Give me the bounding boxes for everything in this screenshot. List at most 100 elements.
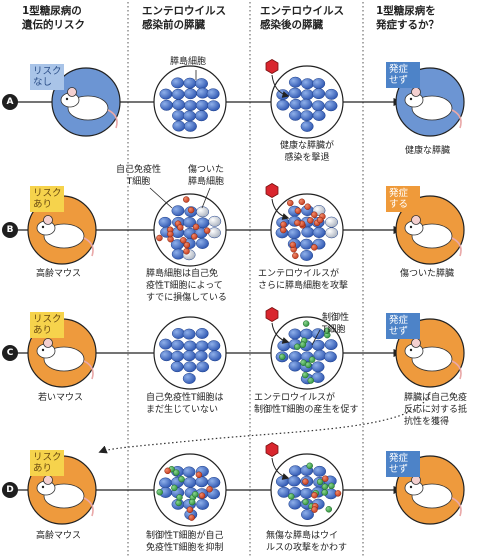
beta-cell <box>195 340 209 352</box>
tag-line: 発症 <box>389 315 409 326</box>
beta-cell <box>325 216 338 228</box>
beta-cell <box>183 216 197 228</box>
outcome-tag-c: 発症 せず <box>386 313 420 339</box>
caption-line: 膵島細胞 <box>188 177 225 187</box>
mouse-tail <box>451 497 462 517</box>
caption-line: 制御性T細胞の産生を促す <box>254 405 359 415</box>
beta-cell <box>208 350 222 362</box>
regulatory-t-cell <box>307 377 315 384</box>
autoimmune-t-cell <box>183 248 190 255</box>
beta-cell <box>183 361 197 373</box>
mouse-icon <box>60 87 118 129</box>
islet-cells <box>156 76 342 521</box>
risk-tag-d: リスク あり <box>30 450 64 476</box>
beta-cell <box>171 88 185 100</box>
beta-cell <box>194 110 208 122</box>
caption-line: 無傷な膵島はウイ <box>266 531 339 541</box>
end-caption-c: 膵臓は自己免疫 反応に対する抵 抗性を獲得 <box>404 392 467 428</box>
islet-cluster <box>275 462 342 521</box>
caption-line: 自己免疫性T細胞は <box>146 393 224 403</box>
regulatory-t-cell <box>302 498 309 506</box>
regulatory-t-cell <box>321 483 329 491</box>
autoimmune-t-cell <box>316 216 324 224</box>
outcome-tag-b: 発症 する <box>386 186 420 212</box>
beta-cell <box>311 100 325 112</box>
mouse-eye <box>409 348 413 352</box>
autoimmune-t-cell <box>311 491 318 499</box>
tag-line: 発症 <box>389 64 409 75</box>
header-line: エンテロウイルス <box>260 5 344 17</box>
caption-line: エンテロウイルスが <box>254 393 336 403</box>
caption-line: まだ生じていない <box>146 405 219 415</box>
regulatory-t-cell <box>308 356 316 363</box>
autoimmune-t-cell <box>311 506 318 513</box>
mouse-ear <box>43 338 53 348</box>
virus-arrows <box>271 74 290 480</box>
beta-cell <box>313 349 327 361</box>
beta-cell <box>276 99 290 111</box>
beta-cell <box>313 465 327 477</box>
autoimmune-t-cell <box>287 199 294 207</box>
beta-cell <box>287 475 301 487</box>
outcome-tag-d: 発症 せず <box>386 451 420 477</box>
header-line: 発症するか？ <box>376 19 439 31</box>
caption-line: 健康な膵臓が <box>280 141 335 151</box>
islet-cluster <box>156 465 221 521</box>
beta-cell <box>311 361 325 373</box>
tag-line: リスク <box>33 314 62 325</box>
autoimmune-t-cell <box>203 227 211 234</box>
beta-cell <box>300 487 313 499</box>
caption-line: 抗性を獲得 <box>404 417 450 427</box>
regulatory-t-cell <box>316 478 324 486</box>
mouse-icon <box>404 87 462 129</box>
caption-line: ルスの攻撃をかわす <box>266 543 348 553</box>
caption-line: すでに損傷している <box>146 293 227 303</box>
beta-cell <box>171 339 185 351</box>
beta-cell <box>182 110 196 122</box>
autoimmune-t-cell <box>206 485 213 493</box>
caption-line: 制御性T細胞が自己 <box>146 531 224 541</box>
mouse-eye <box>409 225 413 229</box>
caption-line: 反応に対する抵 <box>404 405 468 415</box>
caption-line: T細胞 <box>322 325 346 335</box>
regulatory-t-cell <box>306 462 313 470</box>
beta-cell <box>172 110 185 122</box>
header-before-infection: エンテロウイルス 感染前の膵臓 <box>142 4 226 32</box>
caption-line: 膵島細胞は自己免 <box>146 269 219 279</box>
mouse-icon <box>404 475 462 517</box>
virus-icon <box>265 442 279 457</box>
after-caption-c: エンテロウイルスが 制御性T細胞の産生を促す <box>254 392 359 416</box>
tag-line: あり <box>33 325 53 336</box>
autoimmune-t-cell <box>304 203 311 210</box>
beta-cell <box>196 498 210 510</box>
row-letter-b: B <box>2 222 18 238</box>
beta-cell <box>325 88 338 100</box>
beta-cell <box>324 100 338 112</box>
tag-line: 発症 <box>389 453 409 464</box>
beta-cell <box>311 372 325 383</box>
islet-cluster <box>275 320 338 385</box>
autoimmune-t-cell <box>188 514 195 521</box>
autoimmune-t-cell <box>280 221 287 228</box>
autoimmune-t-cell <box>156 234 163 242</box>
beta-cell <box>207 477 221 488</box>
beta-cell <box>288 498 302 510</box>
end-caption-a: 健康な膵臓 <box>405 146 451 156</box>
beta-cell <box>183 476 197 488</box>
autoimmune-t-cell <box>298 198 306 206</box>
regulatory-t-cell <box>328 482 335 490</box>
beta-cell <box>301 78 314 90</box>
mouse-icon <box>36 338 94 380</box>
row-letter-a: A <box>2 94 18 110</box>
column-dividers <box>127 2 364 557</box>
autoimmune-t-cell <box>198 492 206 499</box>
mouse-eye <box>41 348 45 352</box>
tag-line: リスク <box>33 452 62 463</box>
islet-cluster <box>156 196 222 261</box>
autoimmune-t-cell <box>307 217 314 224</box>
regulatory-t-cell <box>302 371 309 379</box>
islet-cluster <box>275 198 339 261</box>
beta-cell <box>288 109 302 121</box>
beta-cell <box>206 88 220 100</box>
